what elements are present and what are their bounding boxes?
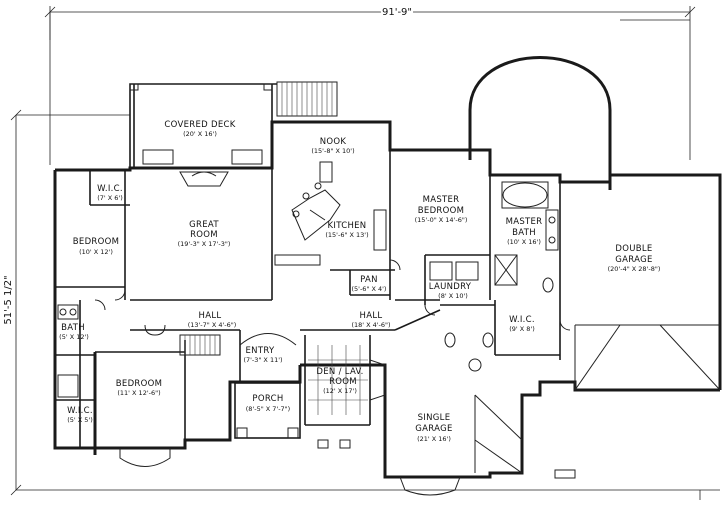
wic-bottom-name: W.I.C. — [67, 406, 93, 416]
dimension-lines — [10, 6, 720, 500]
wic-top-name: W.I.C. — [97, 184, 123, 194]
single-garage-size: (21' X 16') — [417, 435, 451, 443]
wic-bottom-size: (5' X 5') — [67, 416, 93, 424]
kitchen-size: (15'-6" X 13') — [325, 231, 368, 239]
laundry-name: LAUNDRY — [429, 282, 472, 292]
fixtures — [57, 161, 721, 496]
master-bath-name-2: BATH — [512, 228, 536, 238]
covered-deck-name: COVERED DECK — [164, 120, 235, 130]
wic-master-size: (9' X 8') — [509, 325, 535, 333]
great-room-size: (19'-3" X 17'-3") — [178, 240, 231, 248]
hall-left-size: (13'-7" X 4'-6") — [188, 321, 237, 329]
bath-name: BATH — [61, 323, 85, 333]
laundry-size: (8' X 10') — [438, 292, 468, 300]
covered-deck-size: (20' X 16') — [183, 130, 217, 138]
entry-size: (7'-3" X 11') — [243, 356, 282, 364]
great-room-name: GREAT — [189, 220, 219, 230]
single-garage-name: SINGLE — [418, 413, 451, 423]
room-labels: COVERED DECK (20' X 16') NOOK (15'-8" X … — [59, 120, 660, 443]
porch-name: PORCH — [252, 394, 283, 404]
den-name-2: ROOM — [329, 377, 357, 387]
turret-wall — [468, 56, 612, 190]
master-bath-name: MASTER — [506, 217, 543, 227]
wic-master-name: W.I.C. — [509, 315, 535, 325]
master-bedroom-name-2: BEDROOM — [418, 206, 464, 216]
kitchen-name: KITCHEN — [328, 221, 367, 231]
single-garage-name-2: GARAGE — [415, 424, 452, 434]
width-dimension-label: 91'-9" — [382, 7, 412, 18]
hall-right-name: HALL — [360, 311, 383, 321]
nook-name: NOOK — [320, 137, 347, 147]
hall-right-size: (18' X 4'-6") — [351, 321, 390, 329]
den-size: (12' X 17') — [323, 387, 357, 395]
entry-name: ENTRY — [246, 346, 275, 356]
wic-top-size: (7' X 6') — [97, 194, 123, 202]
covered-deck-outline — [129, 83, 277, 168]
bedroom-left-size: (10' X 12') — [79, 248, 113, 256]
bedroom-left-name: BEDROOM — [73, 237, 119, 247]
double-garage-size: (20'-4" X 28'-8") — [608, 265, 661, 273]
porch-size: (8'-5" X 7'-7") — [246, 405, 290, 413]
bedroom-bottom-size: (11' X 12'-6") — [117, 389, 160, 397]
bedroom-bottom-name: BEDROOM — [116, 379, 162, 389]
den-name: DEN / LAV. — [316, 367, 363, 377]
deck-stairs — [276, 81, 338, 117]
master-bedroom-size: (15'-0" X 14'-6") — [415, 216, 468, 224]
interior-walls — [55, 150, 561, 448]
great-room-name-2: ROOM — [190, 230, 218, 240]
double-garage-name: DOUBLE — [615, 244, 652, 254]
double-garage-name-2: GARAGE — [615, 255, 652, 265]
master-bath-size: (10' X 16') — [507, 238, 541, 246]
master-bedroom-name: MASTER — [423, 195, 460, 205]
hall-left-name: HALL — [199, 311, 222, 321]
pantry-size: (5'-6" X 4') — [352, 285, 387, 293]
pantry-name: PAN — [360, 275, 378, 285]
depth-dimension-label: 51'-5 1/2" — [3, 275, 14, 324]
nook-size: (15'-8" X 10') — [311, 147, 354, 155]
bath-size: (5' X 12') — [59, 333, 89, 341]
